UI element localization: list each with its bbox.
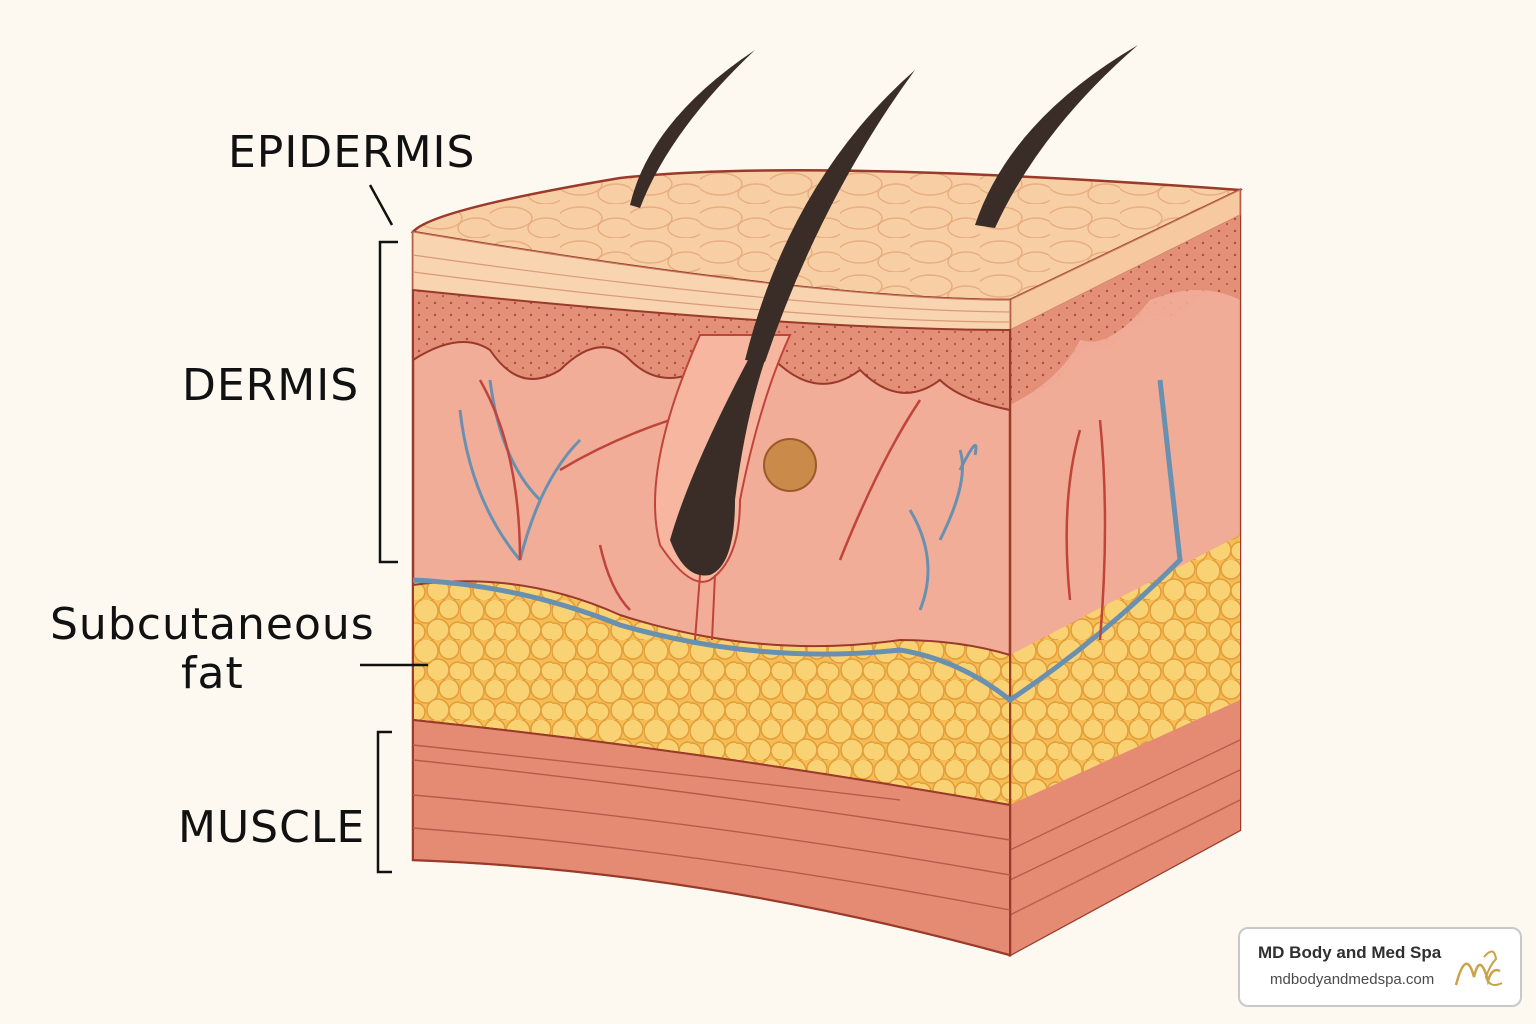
hair-strand-right bbox=[975, 45, 1138, 228]
epidermis-label: EPIDERMIS bbox=[228, 127, 476, 178]
dermis-label: DERMIS bbox=[182, 360, 360, 411]
watermark-name: MD Body and Med Spa bbox=[1258, 943, 1442, 962]
subcutaneous-label-line1: Subcutaneous bbox=[50, 599, 375, 650]
muscle-bracket bbox=[376, 730, 392, 874]
brand-logo-icon bbox=[1454, 950, 1503, 986]
muscle-label: MUSCLE bbox=[178, 802, 366, 853]
subcutaneous-label-line2: fat bbox=[181, 648, 244, 700]
hair-bulb bbox=[670, 360, 765, 576]
watermark-url: mdbodyandmedspa.com bbox=[1270, 971, 1435, 988]
epidermis-pointer bbox=[368, 184, 394, 226]
dermis-bracket bbox=[378, 240, 398, 564]
hair-strand-center bbox=[745, 70, 915, 362]
blood-vessel-blue bbox=[412, 379, 1183, 704]
blood-vessel-red bbox=[478, 379, 1107, 641]
sebaceous-gland bbox=[763, 438, 817, 492]
watermark-badge: MD Body and Med Spa mdbodyandmedspa.com bbox=[1238, 927, 1522, 1007]
hair-strand-left bbox=[630, 50, 755, 208]
muscle-layer bbox=[412, 718, 1011, 957]
subcutaneous-fat-label: Subcutaneous fat bbox=[50, 600, 375, 699]
